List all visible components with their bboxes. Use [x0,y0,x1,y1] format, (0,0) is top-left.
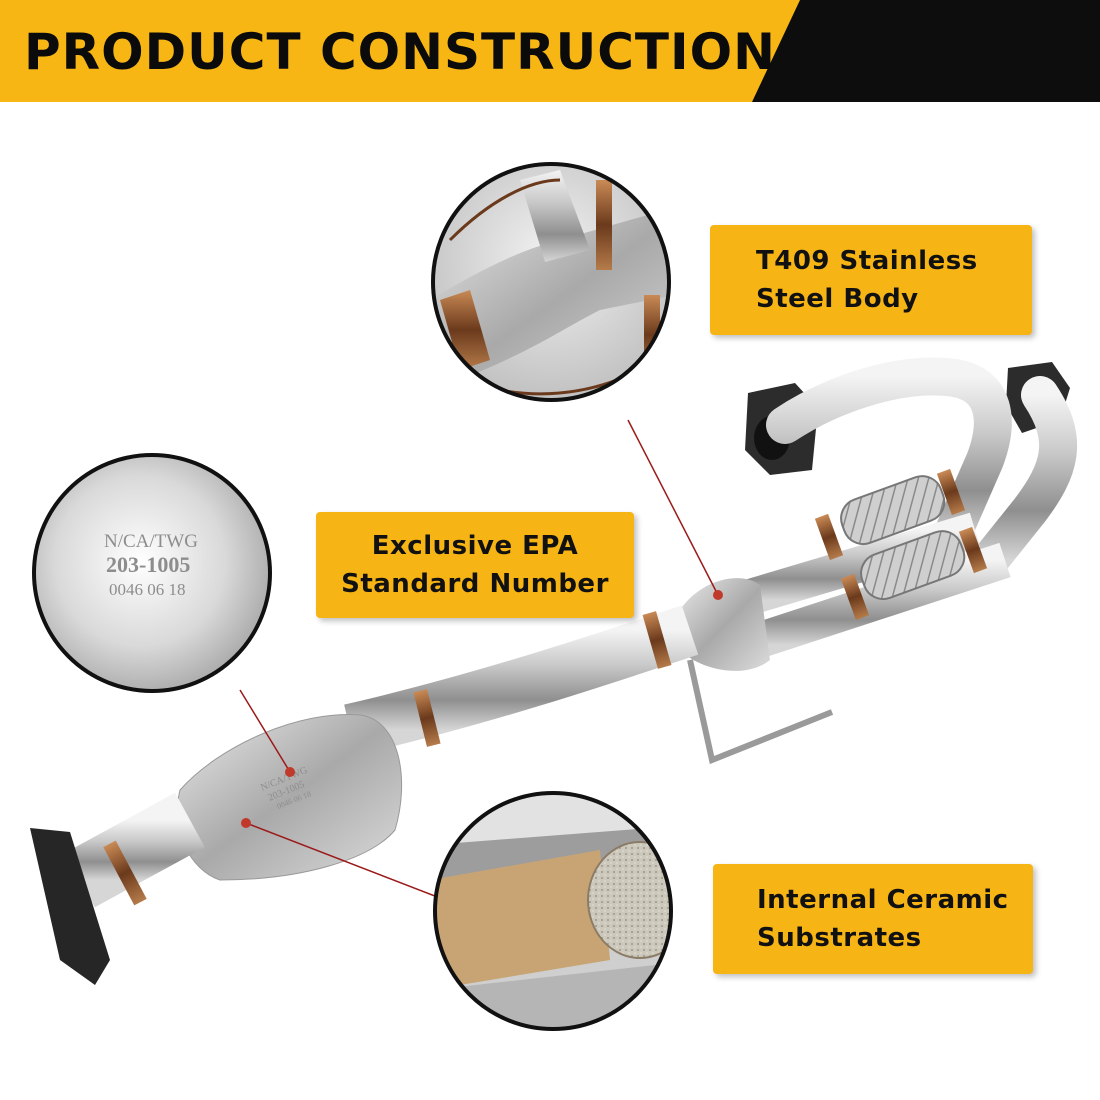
callout-epa-number-line2: Standard Number [341,569,609,599]
callout-pointers [239,419,723,899]
callout-epa-number: Exclusive EPA Standard Number [316,512,634,618]
stamp-line2: 203-1005 [106,552,190,577]
exhaust-assembly: N/CA/TWG 203-1005 0046 06 18 [30,357,1078,985]
callout-ceramic-substrates-line1: Internal Ceramic [757,885,1009,915]
callout-steel-body: T409 Stainless Steel Body [710,225,1032,335]
callout-steel-body-line2: Steel Body [756,284,919,314]
zoom-circle-body [431,162,671,402]
callout-ceramic-substrates-line2: Substrates [757,923,922,953]
callout-ceramic-substrates: Internal Ceramic Substrates [713,864,1033,974]
zoom-circle-stamp: N/CA/TWG 203-1005 0046 06 18 [32,453,272,693]
callout-epa-number-line1: Exclusive EPA [371,531,579,561]
header-accent [0,0,800,102]
callout-steel-body-line1: T409 Stainless [756,246,978,276]
stamp-line3: 0046 06 18 [109,580,186,599]
stamp-line1: N/CA/TWG [104,531,198,552]
zoom-circle-substrate [433,791,673,1031]
page-title: PRODUCT CONSTRUCTION [24,23,776,81]
